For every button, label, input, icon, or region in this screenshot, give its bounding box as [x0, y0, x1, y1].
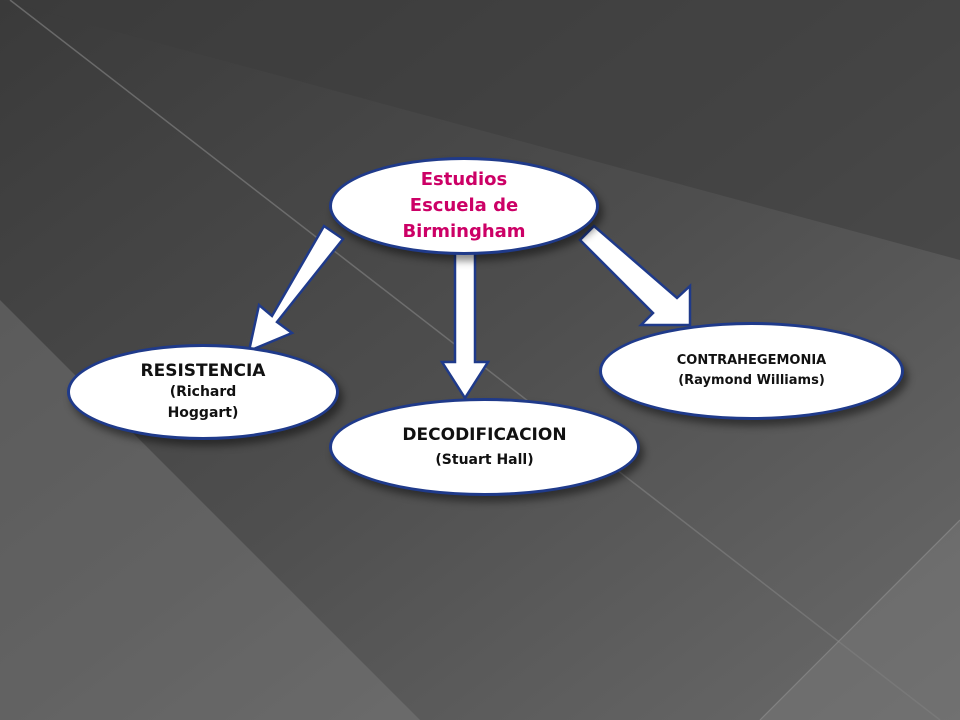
root-line-1: Estudios — [420, 169, 508, 190]
background-crease-line-2 — [759, 519, 960, 720]
node-contrahegemonia: CONTRAHEGEMONIA (Raymond Williams) — [599, 322, 904, 420]
decodificacion-author: (Stuart Hall) — [435, 452, 534, 468]
root-line-3: Birmingham — [402, 221, 526, 242]
arrow-root-to-decodificacion — [439, 251, 491, 401]
contrahegemonia-title: CONTRAHEGEMONIA — [676, 353, 827, 368]
resistencia-title: RESISTENCIA — [140, 361, 266, 381]
root-line-2: Escuela de — [409, 195, 519, 216]
arrow-root-to-contrahegemonia — [578, 224, 692, 327]
background-facet-upper — [0, 0, 960, 260]
node-resistencia: RESISTENCIA (Richard Hoggart) — [67, 344, 339, 440]
node-decodificacion: DECODIFICACION (Stuart Hall) — [329, 398, 640, 496]
arrow-root-to-resistencia — [247, 224, 345, 354]
contrahegemonia-author: (Raymond Williams) — [678, 373, 825, 388]
resistencia-author-line-2: Hoggart) — [167, 405, 239, 421]
node-estudios-escuela-birmingham: Estudios Escuela de Birmingham — [329, 157, 599, 255]
decodificacion-title: DECODIFICACION — [402, 425, 567, 445]
resistencia-author-line-1: (Richard — [169, 384, 237, 400]
